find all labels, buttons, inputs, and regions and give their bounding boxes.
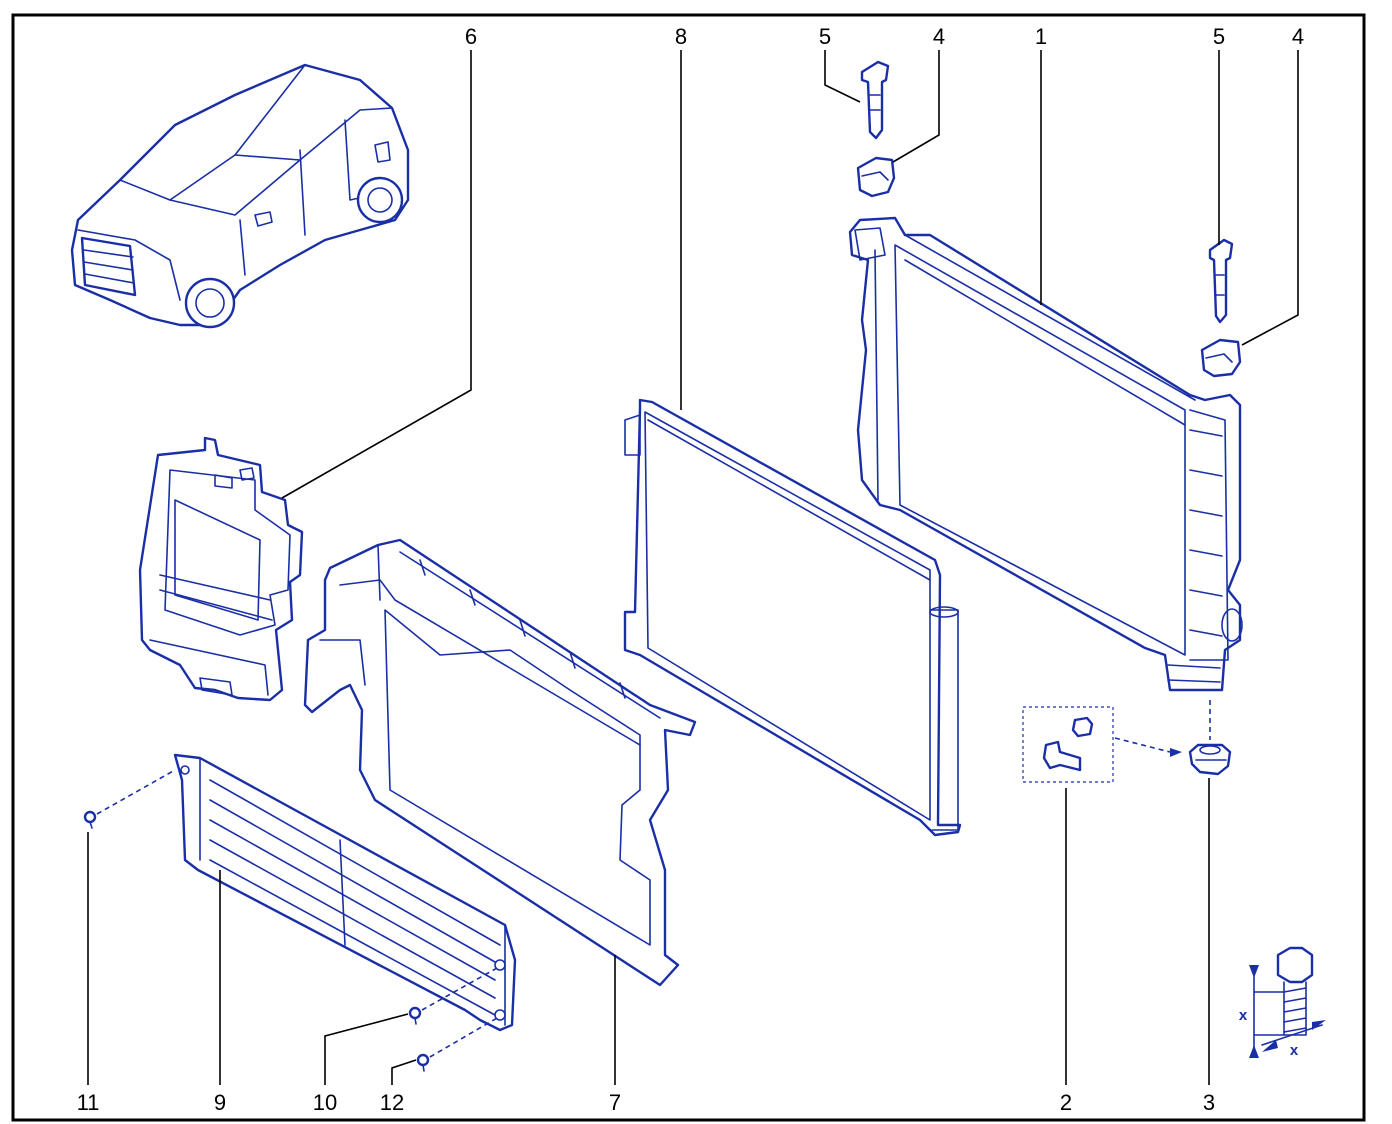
part-4-bushing-upper-left — [856, 156, 896, 198]
callout-2: 2 — [1060, 1090, 1072, 1115]
callout-4-right: 4 — [1292, 24, 1304, 49]
callout-12: 12 — [380, 1090, 404, 1115]
callout-3: 3 — [1203, 1090, 1215, 1115]
callout-5-left: 5 — [819, 24, 831, 49]
callout-numbers: 6 8 5 4 1 5 4 11 9 10 12 7 2 3 — [77, 24, 1305, 1115]
callout-10: 10 — [313, 1090, 337, 1115]
callout-5-right: 5 — [1213, 24, 1225, 49]
fastener-12 — [416, 1017, 498, 1072]
part-3-grommet — [1188, 743, 1232, 776]
part-4-bushing-right — [1200, 338, 1242, 378]
part-8-condenser — [623, 398, 962, 837]
part-7-shroud-frame — [303, 538, 697, 987]
callout-7: 7 — [609, 1090, 621, 1115]
callout-4-left: 4 — [933, 24, 945, 49]
callout-6: 6 — [465, 24, 477, 49]
leader-6 — [281, 50, 472, 499]
leader-5a — [824, 50, 861, 103]
leader-10 — [324, 1013, 409, 1085]
leader-lines — [87, 50, 1299, 1085]
callout-1: 1 — [1035, 24, 1047, 49]
part-9-grille-shutter — [173, 753, 517, 1032]
fastener-11 — [83, 769, 176, 829]
callout-9: 9 — [214, 1090, 226, 1115]
diagram-frame — [11, 13, 1366, 1122]
vehicle-illustration — [70, 63, 410, 329]
torque-x-label-bottom: x — [1290, 1042, 1299, 1059]
callout-11: 11 — [77, 1090, 100, 1115]
leader-4b — [1241, 50, 1299, 346]
part-5-pin-right — [1208, 238, 1234, 324]
torque-symbol: x x — [1239, 946, 1326, 1059]
part-1-radiator — [848, 216, 1243, 692]
part-6-air-guide — [138, 436, 304, 702]
torque-x-label-left: x — [1239, 1007, 1248, 1024]
callout-8: 8 — [675, 24, 687, 49]
leader-4a — [892, 50, 940, 163]
fastener-10 — [408, 967, 498, 1025]
leader-12 — [391, 1059, 417, 1085]
part-2-screw-kit — [1022, 706, 1182, 783]
part-5-pin-upper-left — [860, 60, 890, 140]
